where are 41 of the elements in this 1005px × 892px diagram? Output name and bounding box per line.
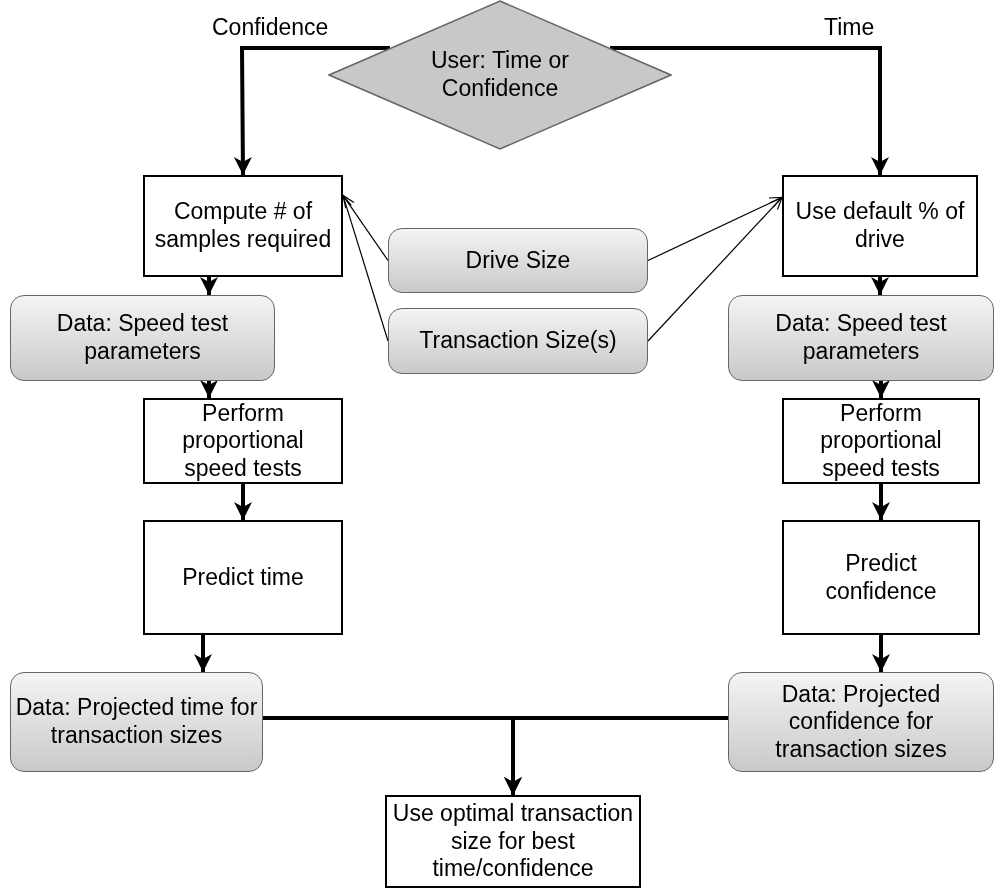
node-label: Predict confidence bbox=[824, 549, 938, 606]
process-box bbox=[143, 175, 343, 277]
arrow bbox=[234, 484, 252, 520]
process-box bbox=[143, 398, 343, 484]
arrow bbox=[341, 194, 389, 342]
process-box bbox=[782, 520, 980, 635]
decision-diamond bbox=[328, 0, 672, 150]
data-box bbox=[728, 295, 994, 381]
arrow bbox=[872, 635, 890, 672]
node-label: Drive Size bbox=[464, 246, 572, 275]
node-label: Data: Projected confidence for transaction sizes bbox=[774, 680, 948, 764]
process-box bbox=[143, 520, 343, 635]
data-box bbox=[388, 228, 648, 293]
arrow bbox=[610, 46, 889, 175]
process-box bbox=[782, 398, 980, 484]
data-box bbox=[10, 672, 263, 772]
arrow bbox=[872, 484, 890, 520]
node-label: User: Time or Confidence bbox=[430, 47, 570, 103]
node-label: Predict time bbox=[181, 563, 305, 592]
process-box bbox=[782, 175, 978, 277]
node-label: Transaction Size(s) bbox=[418, 327, 618, 355]
node-label: Perform proportional speed tests bbox=[819, 399, 943, 483]
arrow bbox=[200, 277, 218, 295]
node-label: Data: Speed test parameters bbox=[774, 310, 948, 366]
arrow bbox=[233, 46, 390, 175]
arrow bbox=[194, 635, 212, 672]
arrow bbox=[647, 196, 783, 342]
data-box bbox=[728, 672, 994, 772]
arrow bbox=[871, 277, 889, 295]
arrow bbox=[647, 196, 783, 262]
node-label: Use default % of drive bbox=[794, 198, 966, 254]
node-label: Use optimal transaction size for best time/confidence bbox=[391, 800, 635, 883]
arrow bbox=[200, 380, 218, 398]
data-box bbox=[10, 295, 275, 381]
node-label: Data: Speed test parameters bbox=[55, 310, 230, 366]
node-label: Compute # of samples required bbox=[153, 198, 333, 254]
node-label: Perform proportional speed tests bbox=[181, 399, 305, 483]
arrow bbox=[872, 380, 890, 398]
node-label: Data: Projected time for transaction sizes bbox=[14, 694, 259, 750]
arrow bbox=[342, 194, 389, 262]
data-box bbox=[388, 308, 648, 374]
